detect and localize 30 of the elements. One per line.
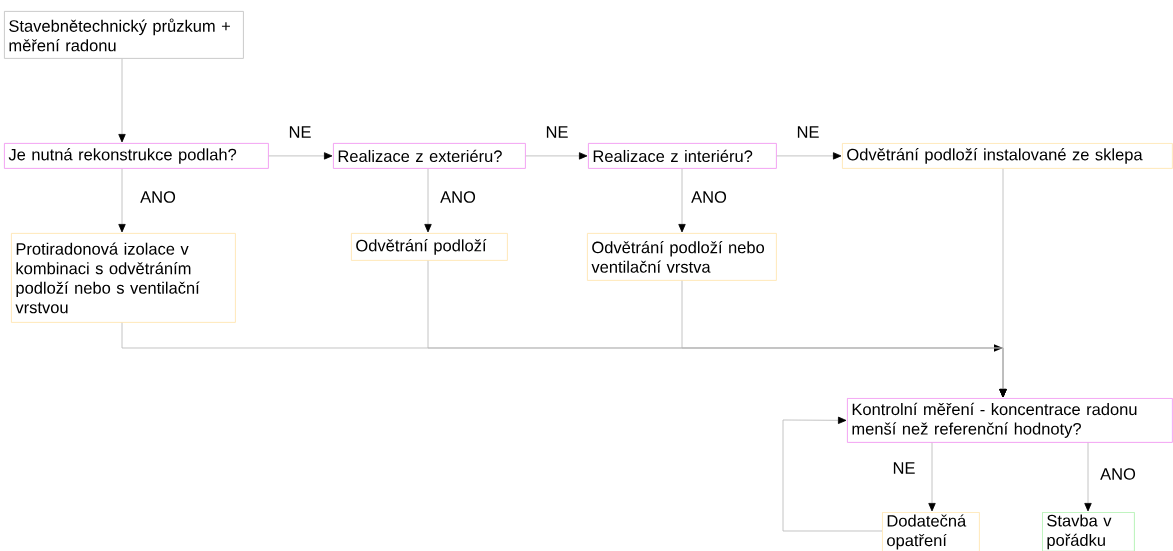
action-box: Odvětrání podloží instalované ze sklepa: [842, 143, 1173, 169]
arrow: [776, 152, 842, 160]
arrow: [999, 168, 1007, 398]
edge-label: ANO: [1099, 467, 1137, 481]
edge-label: ANO: [439, 190, 477, 204]
edge-label: NE: [795, 125, 821, 139]
action-box: Dodatečná opatření: [882, 512, 980, 551]
edge-label: ANO: [139, 190, 177, 204]
decision-box: Realizace z interiéru?: [588, 143, 777, 169]
arrow: [782, 416, 883, 532]
arrow: [928, 442, 936, 512]
decision-box: Realizace z exteriéru?: [333, 143, 526, 169]
arrow: [678, 168, 686, 233]
result-box: Stavba v pořádku: [1042, 512, 1135, 551]
arrow: [268, 152, 333, 160]
arrow: [118, 168, 126, 233]
edge-label: ANO: [690, 190, 728, 204]
action-box: Odvětrání podloží nebo ventilační vrstva: [587, 233, 777, 281]
action-box: Odvětrání podloží: [351, 233, 508, 261]
action-box: Protiradonová izolace v kombinaci s odvětráním podloží nebo s ventilační vrstvou: [11, 233, 236, 323]
arrow: [525, 152, 588, 160]
edge-label: NE: [891, 461, 917, 475]
arrow: [118, 58, 126, 143]
decision-box: Je nutná rekonstrukce podlah?: [4, 143, 269, 169]
edge-label: NE: [287, 125, 313, 139]
edge-label: NE: [544, 125, 570, 139]
arrow: [1084, 442, 1092, 512]
start-box: Stavebnětechnický průzkum + měření radonu: [4, 11, 244, 59]
decision-box: Kontrolní měření - koncentrace radonu menší než referenční hodnoty?: [847, 398, 1173, 443]
arrow: [424, 168, 432, 233]
